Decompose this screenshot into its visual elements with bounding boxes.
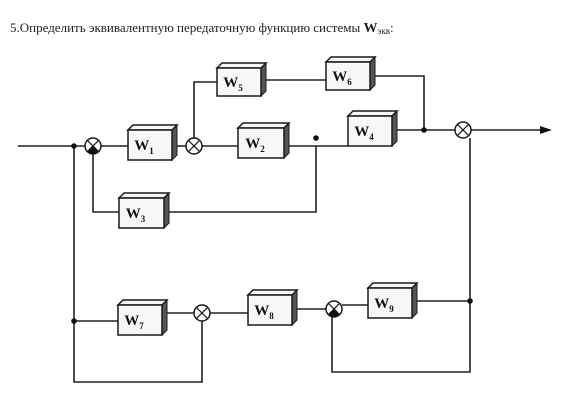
block-letter: W <box>126 206 141 222</box>
block-subscript: 2 <box>260 144 265 154</box>
block-subscript: 1 <box>149 146 154 156</box>
block-subscript: 6 <box>347 77 352 87</box>
block-letter: W <box>124 313 139 329</box>
block-letter: W <box>354 124 369 140</box>
block-w4-label: W4 <box>354 124 374 142</box>
block-w3-face <box>118 197 165 229</box>
wire-w6-node <box>370 75 425 130</box>
task-w-symbol: W <box>363 21 378 36</box>
wire-lower-branch <box>73 146 203 383</box>
block-w1: W1 <box>126 123 179 162</box>
sum-junction-5 <box>325 300 343 318</box>
block-w8-face <box>247 294 293 326</box>
block-subscript: 5 <box>238 83 243 93</box>
block-w7: W7 <box>116 298 169 337</box>
block-letter: W <box>254 303 269 319</box>
connection-lines <box>18 75 540 383</box>
block-subscript: 7 <box>139 321 144 331</box>
block-w9-face <box>367 287 413 319</box>
task-title: 5.Определить эквивалентную передаточную … <box>10 20 394 37</box>
block-letter: W <box>134 138 149 154</box>
block-w7-face <box>117 304 163 336</box>
block-w9-label: W9 <box>374 296 394 314</box>
block-w3: W3 <box>117 191 171 230</box>
block-w9: W9 <box>366 281 419 320</box>
branch-node-w3 <box>313 135 319 141</box>
task-w-subscript: экв <box>377 26 390 36</box>
block-w6-face <box>325 61 371 91</box>
branch-node-w6 <box>421 127 427 133</box>
task-text: 5.Определить эквивалентную передаточную … <box>10 20 364 35</box>
block-w5-label: W5 <box>223 75 243 93</box>
block-w8: W8 <box>246 288 299 327</box>
block-subscript: 9 <box>389 304 394 314</box>
block-w2: W2 <box>236 121 291 160</box>
wire-right-vertical <box>331 138 471 373</box>
block-w6-label: W6 <box>332 69 352 87</box>
branch-node-input <box>71 143 77 149</box>
wire-s2-w5 <box>193 81 217 138</box>
block-w3-label: W3 <box>126 206 146 224</box>
sum-junction-3 <box>454 121 472 139</box>
block-w4-face <box>347 115 393 147</box>
sum-junction-2 <box>185 137 203 155</box>
block-w2-label: W2 <box>245 136 265 154</box>
block-subscript: 4 <box>369 132 374 142</box>
branch-node-lower <box>71 318 77 324</box>
block-letter: W <box>223 75 238 91</box>
block-w1-face <box>127 129 173 161</box>
block-w8-label: W8 <box>254 303 274 321</box>
branch-nodes <box>71 127 473 324</box>
block-subscript: 3 <box>141 214 146 224</box>
block-w2-face <box>237 127 285 159</box>
block-w5: W5 <box>215 61 268 98</box>
block-letter: W <box>332 69 347 85</box>
block-w5-face <box>216 67 262 97</box>
block-w7-label: W7 <box>124 313 144 331</box>
task-colon: : <box>389 20 394 35</box>
block-w6: W6 <box>324 55 377 92</box>
block-w4: W4 <box>346 109 399 148</box>
block-subscript: 8 <box>269 311 274 321</box>
wire-node-w3 <box>164 146 317 213</box>
sum-junction-4 <box>193 304 211 322</box>
wire-w3-s1 <box>92 154 119 213</box>
block-w1-label: W1 <box>134 138 154 156</box>
output-arrow-icon <box>540 126 552 134</box>
sum-junction-1 <box>84 137 102 155</box>
block-letter: W <box>374 296 389 312</box>
block-letter: W <box>245 136 260 152</box>
branch-node-w9 <box>467 298 473 304</box>
